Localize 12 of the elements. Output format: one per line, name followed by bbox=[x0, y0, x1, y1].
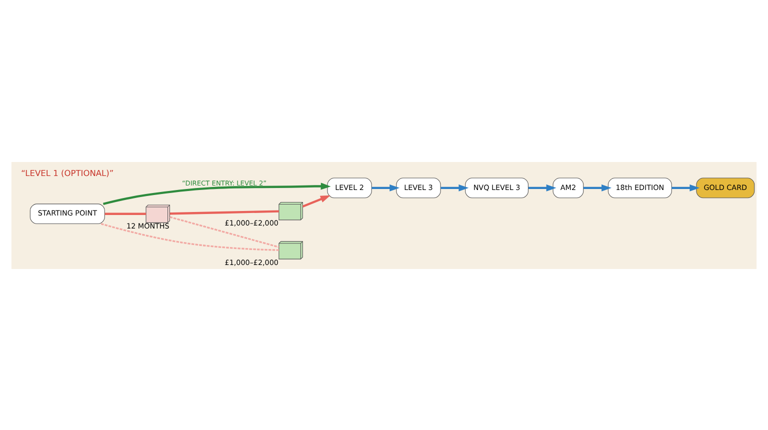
arrow bbox=[672, 184, 700, 191]
connector bbox=[170, 210, 279, 214]
connector bbox=[100, 222, 279, 250]
arrow bbox=[372, 184, 400, 191]
connector bbox=[170, 216, 280, 248]
label: “LEVEL 1 (OPTIONAL)” bbox=[21, 168, 114, 178]
arrow bbox=[440, 184, 469, 191]
connector bbox=[104, 212, 146, 214]
arrow bbox=[102, 182, 331, 204]
arrow bbox=[583, 184, 612, 191]
arrow bbox=[528, 184, 556, 191]
arrow bbox=[302, 194, 330, 208]
